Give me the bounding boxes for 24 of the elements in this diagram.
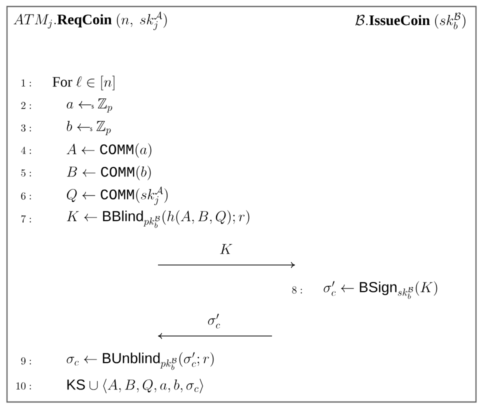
step-number: $7:$ bbox=[21, 215, 31, 223]
pseudocode-line: $\sigma_c' \leftarrow \mathsf{BSign}_{sk_b^{\mathcal{B}}}(K)$ bbox=[324, 281, 438, 299]
step-number: $10:$ bbox=[16, 382, 31, 390]
step-number: $2:$ bbox=[21, 102, 31, 109]
step-number: $6:$ bbox=[21, 192, 31, 200]
column-heading: $ATM_j.\textbf{\textsc{ReqCoin}}\ (n,\ sk_j^{\mathcal{A}})$ bbox=[14, 12, 167, 30]
arrow-label: $\sigma_c'$ bbox=[208, 314, 220, 328]
pseudocode-line: $K \leftarrow \mathsf{BBlind}_{pk_b^{\mathcal{B}}}(h(A,B,Q);r)$ bbox=[66, 210, 250, 228]
pseudocode-line: $Q \leftarrow \mathtt{COMM}(sk_j^{\mathcal{A}})$ bbox=[66, 186, 168, 206]
pseudocode-line: $B \leftarrow \mathtt{COMM}(b)$ bbox=[66, 166, 151, 180]
step-number: $9:$ bbox=[21, 357, 31, 365]
pseudocode-line: $\text{For}\ \ell \in [n]$ bbox=[52, 76, 114, 90]
pseudocode-line: $b \leftarrow\!\!\mbox{\tiny\$}\ \mathbb{Z}_p$ bbox=[66, 120, 111, 136]
step-number: $8:$ bbox=[292, 286, 302, 294]
step-number: $4:$ bbox=[21, 146, 31, 154]
step-number: $5:$ bbox=[21, 169, 31, 177]
pseudocode-line: $A \leftarrow \mathtt{COMM}(a)$ bbox=[66, 143, 152, 158]
arrow-label: $K$ bbox=[220, 244, 232, 254]
column-heading: $\mathcal{B}.\textbf{\textsc{IssueCoin}}\ (sk_b^{\mathcal{B}})$ bbox=[355, 12, 466, 30]
step-number: $1:$ bbox=[22, 79, 31, 86]
pseudocode-line: $a \leftarrow\!\!\mbox{\tiny\$}\ \mathbb{Z}_p$ bbox=[66, 98, 112, 113]
pseudocode-line: $\mathsf{KS} \cup \langle A,B,Q,a,b,\sigma_c \rangle$ bbox=[67, 378, 203, 394]
pseudocode-line: $\sigma_c \leftarrow \mathsf{BUnblind}_{pk_b^{\mathcal{B}}}(\sigma_c';r)$ bbox=[66, 352, 214, 370]
step-number: $3:$ bbox=[21, 124, 31, 132]
